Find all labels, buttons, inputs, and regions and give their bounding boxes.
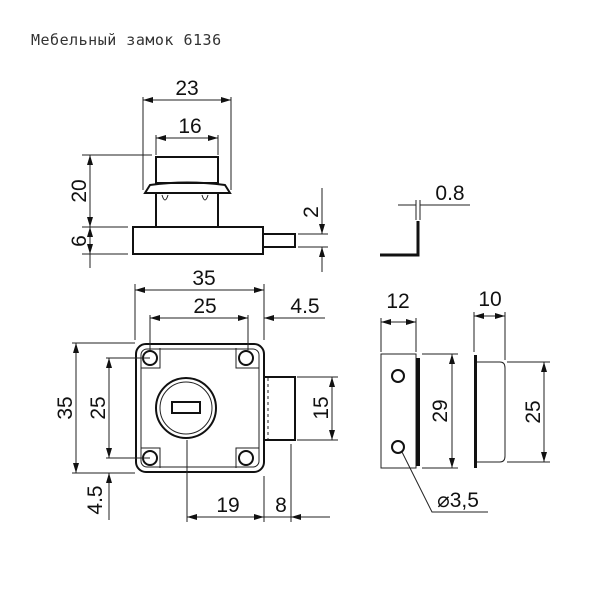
dim-4-5-h: 4.5 [290,295,319,318]
dim-23: 23 [175,77,198,100]
dim-8: 8 [275,494,287,517]
dim-10: 10 [478,288,501,311]
strike-hole [391,369,405,383]
strike-hole [391,440,405,454]
dim-35-v: 35 [54,396,77,419]
dim-25-side: 25 [522,400,545,423]
front-view: 35 25 4.5 35 25 4.5 15 19 8 [54,267,338,522]
dim-35-h: 35 [192,267,215,290]
strike-plate: 12 29 ⌀3,5 [380,290,488,513]
cylinder-cap [155,156,219,184]
cylinder-stem [155,193,219,227]
dim-15: 15 [310,396,333,419]
dim-19: 19 [216,494,239,517]
dim-4-5-v: 4.5 [84,485,107,514]
side-plate: 10 25 [473,288,550,468]
dim-2: 2 [300,206,323,218]
bracket-profile: 0.8 [380,182,470,257]
lock-body-top [132,226,264,255]
top-view: 23 16 20 6 2 [68,77,328,272]
dim-6: 6 [68,235,91,247]
key-slot-icon [171,401,201,414]
dim-25-v: 25 [87,396,110,419]
cylinder-flange [143,181,232,194]
dim-16: 16 [178,115,201,138]
dim-0-8: 0.8 [435,182,464,205]
dim-hole-diameter: ⌀3,5 [437,489,479,512]
mount-hole [238,350,254,366]
dim-25-h: 25 [193,295,216,318]
bolt-front [263,376,296,441]
key-cylinder [155,377,217,439]
mount-hole [238,450,254,466]
dim-29: 29 [429,399,452,422]
drawing-title: Мебельный замок 6136 [31,31,222,49]
dim-20: 20 [68,179,91,202]
bolt-top [262,233,296,248]
dim-12: 12 [386,290,409,313]
